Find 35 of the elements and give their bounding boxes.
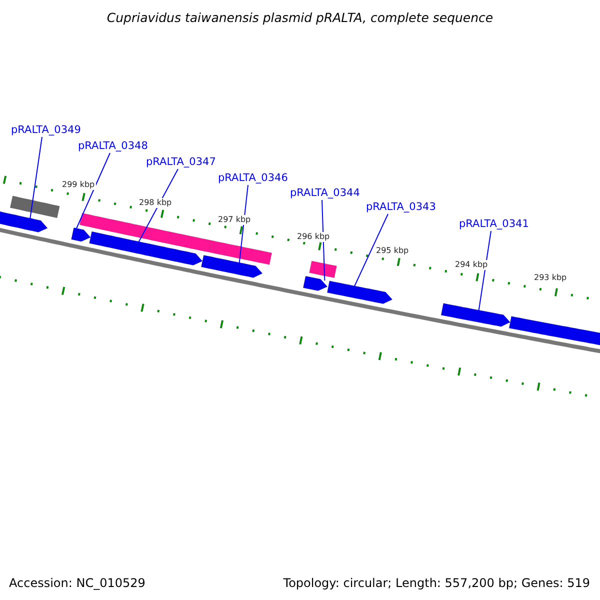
feature-bar	[309, 260, 337, 278]
footer-note: Topology: circular; Length: 557,200 bp; Genes: 519	[283, 576, 590, 590]
gene-label: pRALTA_0347	[146, 156, 216, 168]
tick-label: 296 kbp	[296, 232, 331, 242]
tick-label: 299 kbp	[61, 180, 96, 190]
leader-line	[354, 214, 388, 287]
leader-line	[238, 184, 248, 264]
gene-feature	[440, 303, 510, 327]
gene-label: pRALTA_0348	[78, 140, 148, 152]
leader-line	[138, 168, 178, 242]
leader-line	[478, 230, 492, 311]
tick-label: 295 kbp	[375, 246, 410, 256]
gene-feature	[89, 231, 203, 266]
feature-bar	[79, 212, 212, 253]
gene-label: pRALTA_0346	[218, 172, 288, 184]
gene-label: pRALTA_0344	[290, 187, 360, 199]
tick-label: 298 kbp	[138, 198, 173, 208]
gene-feature	[326, 280, 393, 304]
gene-label: pRALTA_0349	[11, 124, 81, 136]
gene-feature	[200, 254, 263, 278]
feature-bar	[209, 240, 272, 265]
gene-label: pRALTA_0343	[366, 201, 436, 213]
leader-line	[322, 200, 326, 281]
gene-feature	[71, 227, 91, 242]
gene-feature	[0, 211, 48, 232]
tick-label: 294 kbp	[454, 260, 489, 270]
gene-label: pRALTA_0341	[459, 218, 529, 230]
leader-line	[30, 136, 42, 220]
gene-feature	[302, 276, 328, 292]
feature-bar	[10, 196, 60, 218]
tick-label: 297 kbp	[217, 215, 252, 225]
tick-label: 293 kbp	[533, 273, 568, 283]
map-title: Cupriavidus taiwanensis plasmid pRALTA, complete sequence	[106, 10, 494, 25]
footer-note: Accession: NC_010529	[9, 576, 146, 590]
leader-line	[76, 152, 110, 230]
